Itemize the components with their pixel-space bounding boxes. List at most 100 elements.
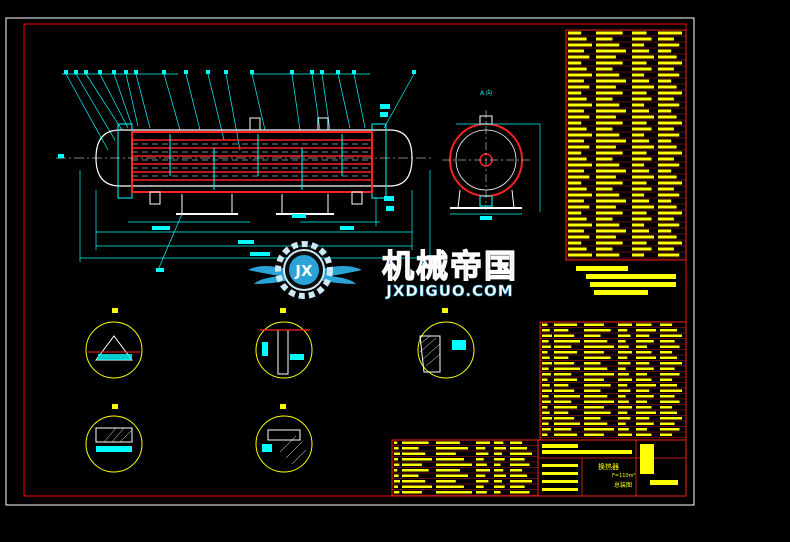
tech-row-cell <box>632 61 647 65</box>
tech-row-cell <box>658 85 677 89</box>
tech-row-cell <box>632 67 652 71</box>
saddle-right <box>281 194 329 215</box>
tech-row-cell <box>596 73 620 77</box>
nozzle-row-cell <box>542 340 549 343</box>
parts-row-cell <box>436 469 460 472</box>
nozzle-top-right <box>317 117 329 131</box>
side-view: A 向 <box>442 89 541 220</box>
nozzle-row-cell <box>542 373 551 376</box>
tech-row-cell <box>568 115 590 119</box>
tech-row-cell <box>632 145 654 149</box>
tech-row-cell <box>658 241 682 245</box>
nozzle-row-cell <box>542 329 550 332</box>
nozzle-row-cell <box>636 384 656 387</box>
nozzle-row-cell <box>618 395 626 398</box>
nozzle-row-cell <box>636 428 647 431</box>
tech-row-cell <box>658 127 674 131</box>
nozzle-row-cell <box>542 389 552 392</box>
tech-row-cell <box>596 133 620 137</box>
parts-row-cell <box>494 441 504 444</box>
parts-row-cell <box>394 485 398 488</box>
nozzle-row-cell <box>542 351 548 354</box>
tech-row-cell <box>632 37 652 41</box>
tech-row-cell <box>568 157 587 161</box>
parts-row-cell <box>510 491 530 494</box>
parts-row-cell <box>494 447 506 450</box>
tech-row-cell <box>596 97 613 101</box>
parts-row-cell <box>510 474 528 477</box>
parts-row-cell <box>510 452 532 455</box>
nozzle-row-cell <box>554 389 575 392</box>
nozzle-row-cell <box>554 345 572 348</box>
tech-row-cell <box>568 169 584 173</box>
tech-row-cell <box>568 163 592 167</box>
saddle-left <box>181 194 233 215</box>
tech-row-cell <box>596 205 616 209</box>
tech-row-cell <box>658 193 680 197</box>
parts-row-cell <box>394 447 399 450</box>
nozzle-row-cell <box>618 356 628 359</box>
nozzle-row-cell <box>554 422 580 425</box>
tech-row-cell <box>596 55 616 59</box>
nozzle-row-cell <box>636 362 650 365</box>
detail-view-3 <box>417 308 475 379</box>
tech-row-cell <box>596 199 626 203</box>
parts-row-cell <box>402 452 426 455</box>
tech-row-cell <box>596 49 626 53</box>
nozzle-row-cell <box>660 395 675 398</box>
tech-row-cell <box>568 211 582 215</box>
tech-row-cell <box>596 175 616 179</box>
nozzle-row-cell <box>542 323 548 326</box>
nozzle-row-cell <box>554 384 569 387</box>
nozzle-row-cell <box>660 389 682 392</box>
tech-row-cell <box>632 181 647 185</box>
nozzle-row-cell <box>554 411 569 414</box>
parts-row-cell <box>436 458 464 461</box>
nozzle-row-cell <box>618 378 632 381</box>
tech-row-cell <box>632 133 645 137</box>
parts-row-cell <box>402 469 429 472</box>
tech-row-cell <box>658 151 682 155</box>
parts-row-cell <box>510 447 528 450</box>
nozzle-row-cell <box>554 323 578 326</box>
tech-row-cell <box>596 247 613 251</box>
parts-row-cell <box>402 441 429 444</box>
tech-row-cell <box>596 37 613 41</box>
tech-row-cell <box>568 235 590 239</box>
parts-row-cell <box>394 441 398 444</box>
tech-row-cell <box>568 85 590 89</box>
tech-row-cell <box>596 43 620 47</box>
tech-row-cell <box>658 181 682 185</box>
nozzle-row-cell <box>584 395 608 398</box>
parts-row-cell <box>494 469 504 472</box>
tech-row-cell <box>632 121 647 125</box>
tech-row-cell <box>632 55 654 59</box>
tech-row-cell <box>632 229 650 233</box>
tech-row-cell <box>568 217 587 221</box>
tech-row-cell <box>568 133 592 137</box>
parts-row-cell <box>476 480 489 483</box>
parts-row-cell <box>476 452 489 455</box>
parts-row-cell <box>436 480 456 483</box>
nozzle-row-cell <box>636 334 650 337</box>
nozzle-row-cell <box>636 345 647 348</box>
tech-row-cell <box>596 235 616 239</box>
tech-row-cell <box>658 187 674 191</box>
tech-row-cell <box>658 109 672 113</box>
detail-view-4 <box>85 404 143 473</box>
tech-row-cell <box>632 199 650 203</box>
tech-row-cell <box>596 169 626 173</box>
front-view-heat-exchanger <box>56 70 432 272</box>
nozzle-row-cell <box>542 406 548 409</box>
tech-row-cell <box>568 73 592 77</box>
nozzle-row-cell <box>636 373 647 376</box>
parts-row-cell <box>476 447 486 450</box>
nozzle-row-cell <box>618 351 632 354</box>
nozzle-row-cell <box>636 433 652 436</box>
tech-row-cell <box>632 175 654 179</box>
tech-row-cell <box>632 163 645 167</box>
parts-row-cell <box>402 463 422 466</box>
parts-row-cell <box>494 485 505 488</box>
tech-row-cell <box>596 223 620 227</box>
